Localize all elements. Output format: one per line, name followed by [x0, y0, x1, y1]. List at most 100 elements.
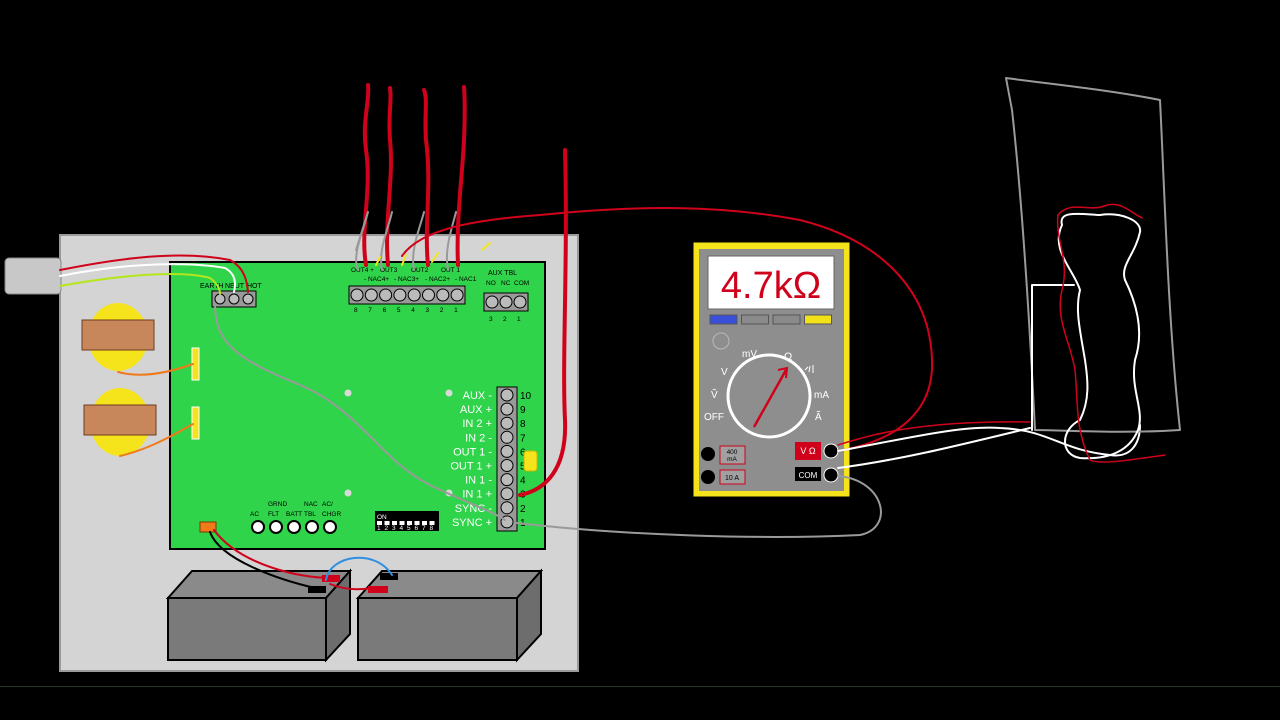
dial-label-mv: mV	[742, 349, 757, 360]
dip-number: 7	[422, 525, 426, 532]
dial-pointer	[752, 369, 788, 428]
right-term-screw	[500, 430, 514, 444]
transformer-connector-2	[191, 406, 200, 440]
right-term-number: 5	[520, 462, 526, 473]
jack-10a[interactable]	[701, 470, 715, 484]
nac-term-number: 8	[354, 307, 358, 314]
right-term-label: SYNC +	[452, 517, 492, 529]
nac2-return	[412, 211, 425, 271]
meter-function-button[interactable]	[804, 314, 832, 325]
right-term-number: 10	[520, 391, 532, 402]
jack-com[interactable]	[823, 467, 839, 483]
battery-connector	[199, 521, 217, 533]
jack-400ma[interactable]	[701, 447, 715, 461]
right-term-screw	[500, 444, 514, 458]
jack-vohm-label: V Ω	[800, 446, 816, 456]
battery-left	[165, 568, 353, 663]
nac-term-number: 6	[383, 307, 387, 314]
status-led	[323, 520, 337, 534]
device-bracket	[1031, 284, 1075, 431]
probe-red-wire	[401, 207, 934, 452]
jack-vohm[interactable]	[823, 443, 839, 459]
circuit-board	[169, 261, 546, 550]
led-label: BATT	[286, 511, 302, 518]
right-term-number: 8	[520, 419, 526, 430]
nac-term-screw	[379, 288, 393, 302]
dip-toggle[interactable]	[399, 521, 405, 525]
right-term-label: OUT 1 +	[450, 461, 492, 473]
dip-number: 3	[392, 525, 396, 532]
jack-com-badge	[795, 467, 821, 481]
right-term-number: 7	[520, 433, 526, 444]
mount-hole	[344, 389, 352, 397]
meter-function-button[interactable]	[709, 314, 738, 325]
status-led	[287, 520, 301, 534]
nac-term-label-8: - NAC1	[455, 276, 477, 283]
right-term-screw	[500, 487, 514, 501]
dial-label-vdc: V	[721, 367, 728, 378]
transformer-lead-2	[119, 423, 194, 457]
battery-neg-wire	[209, 531, 316, 589]
transformer-lead-1	[117, 363, 194, 376]
nac4-return	[355, 211, 369, 271]
mount-hole	[344, 489, 352, 497]
nac-term-label-6: - NAC2+	[425, 276, 450, 283]
dial-label-ohm: Ω	[784, 351, 792, 363]
dip-toggle[interactable]	[377, 521, 382, 525]
dip-number: 1	[377, 525, 381, 532]
nac-term-number: 4	[411, 307, 415, 314]
right-term-screw	[500, 473, 514, 487]
fuse-400ma-box	[719, 445, 746, 465]
nac-term-number: 7	[368, 307, 372, 314]
nac-term-label-4: - NAC3+	[394, 276, 419, 283]
nac-term-screw	[422, 288, 435, 302]
dip-number: 2	[385, 525, 389, 532]
meter-lead-white-2	[837, 427, 1031, 469]
led-label-top: NAC	[304, 501, 318, 508]
dip-on-label: ON	[377, 514, 387, 521]
input-red-wire	[518, 148, 568, 497]
right-term-number: 2	[520, 504, 526, 515]
nac-term-screw	[450, 288, 464, 302]
meter-hold-button[interactable]	[712, 332, 730, 350]
right-term-number: 9	[520, 405, 526, 416]
ac-neutral-wire	[59, 263, 236, 293]
nac-term-label-2: - NAC4+	[364, 276, 389, 283]
dip-toggle[interactable]	[392, 521, 397, 525]
dial-label-a: Ã	[815, 410, 822, 423]
fuse-ma-label: mA	[727, 456, 737, 463]
aux-nc-label: NC	[501, 280, 511, 287]
led-label-top: GRND	[268, 501, 287, 508]
right-term-label: AUX +	[460, 404, 492, 416]
dip-toggle[interactable]	[384, 521, 390, 525]
nac-term-screw	[436, 288, 450, 302]
meter-function-button[interactable]	[741, 314, 769, 325]
right-term-screw	[500, 459, 514, 472]
nac-term-label-5: OUT2	[411, 267, 429, 274]
jack-com-label: COM	[799, 471, 818, 480]
status-led	[269, 520, 283, 534]
fuse-10a-box	[719, 469, 746, 485]
conduit-stub	[4, 257, 62, 295]
dip-toggle[interactable]	[407, 521, 412, 525]
meter-rotary-dial[interactable]	[726, 353, 812, 439]
eol-resistor-clip	[523, 450, 538, 472]
dip-number: 8	[430, 525, 434, 532]
meter-function-button[interactable]	[772, 314, 801, 325]
dial-pointer-arrowhead	[777, 366, 789, 379]
ac-hot-wire	[59, 254, 249, 293]
right-term-screw	[500, 416, 514, 430]
nac-term-label-7: OUT 1	[441, 267, 460, 274]
aux-tbl-title: AUX TBL	[488, 270, 517, 277]
dip-toggle[interactable]	[429, 521, 435, 525]
right-term-screw	[500, 388, 514, 402]
battery-pos-wire	[213, 529, 331, 579]
led-label-top: AC/	[322, 501, 333, 508]
nac1-return	[446, 211, 457, 271]
status-led	[251, 520, 265, 534]
dip-toggle[interactable]	[414, 521, 420, 525]
nac1-wire	[455, 85, 467, 267]
bottom-divider	[0, 686, 1280, 687]
dip-toggle[interactable]	[422, 521, 427, 525]
